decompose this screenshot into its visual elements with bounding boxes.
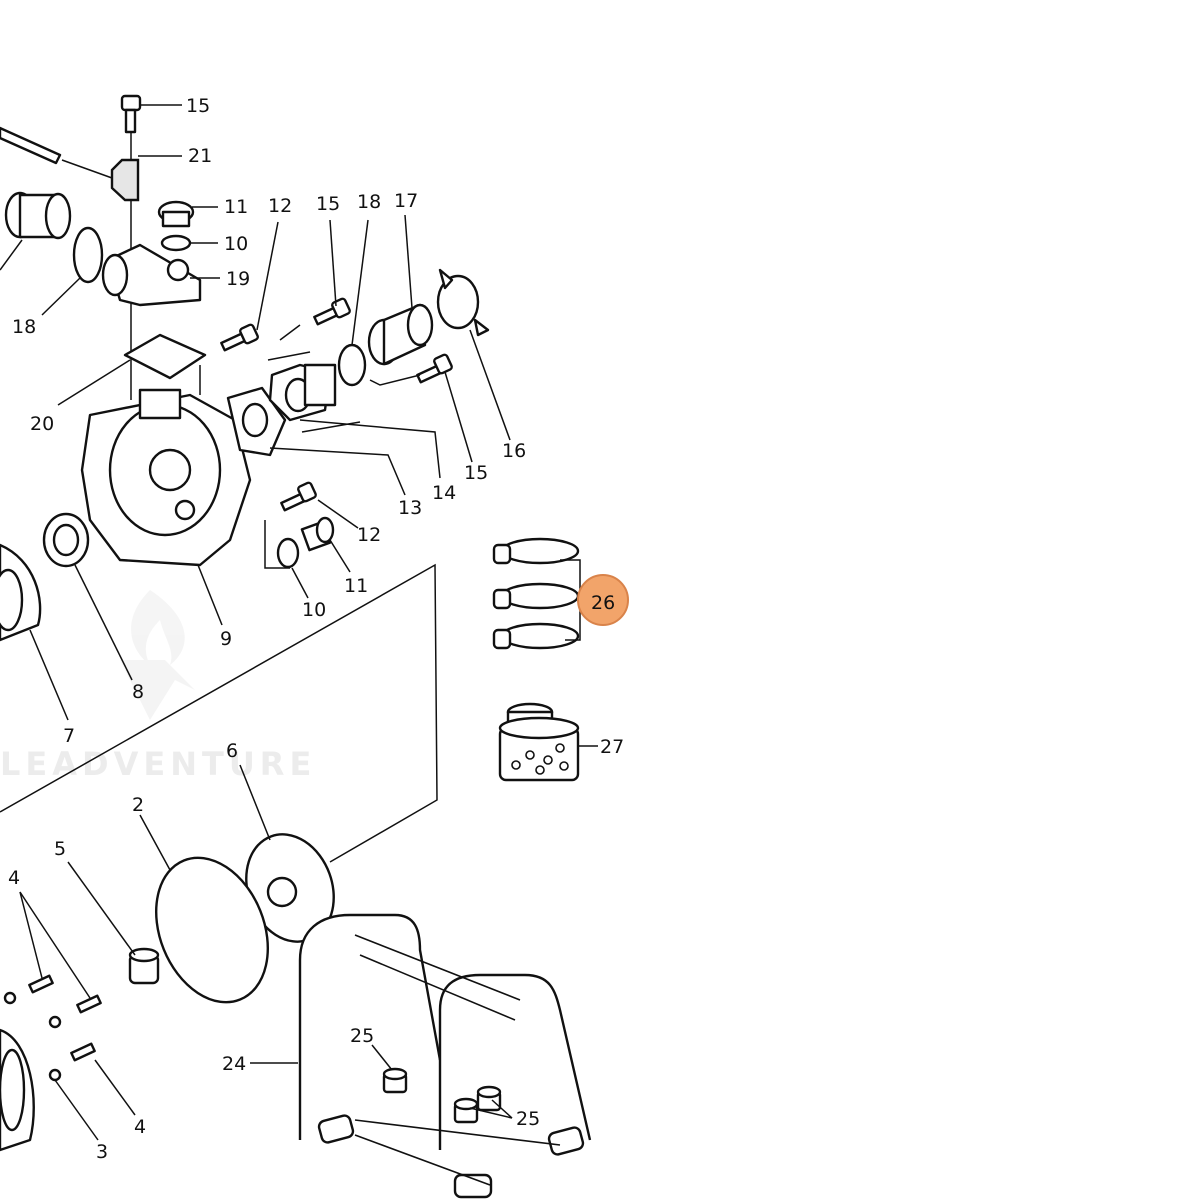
callout-8: 8 [132,681,144,703]
callout-15-mid: 15 [316,193,340,215]
callout-24: 24 [222,1053,246,1075]
part-27-strainer [498,702,580,782]
callout-10-lower: 10 [302,599,326,621]
part-16-wing-nut [436,268,490,337]
highlight-marker [577,574,629,626]
callout-25-right: 25 [516,1108,540,1130]
callout-17: 17 [394,190,418,212]
part-18-ring-left [72,226,104,284]
watermark: LEADVENTURE [0,590,316,783]
callout-25-left: 25 [350,1025,374,1047]
callout-10-top: 10 [224,233,248,255]
part-10-oring-top [160,234,192,252]
callout-3: 3 [96,1141,108,1163]
part-7-cover [0,543,42,642]
callout-27: 27 [600,736,624,758]
callout-20: 20 [30,413,54,435]
callout-15-top: 15 [186,95,210,117]
callout-9: 9 [220,628,232,650]
watermark-flame-icon [120,590,195,720]
shaft-rod [0,126,113,179]
part-hose-fitting-left [4,191,72,240]
callout-15-right: 15 [464,462,488,484]
part-14-outlet-flange [268,363,337,422]
callout-12-lower: 12 [357,524,381,546]
part-9-pump-casing [80,388,252,567]
callout-7: 7 [63,725,75,747]
callout-4-top: 4 [8,867,20,889]
part-13-flange-plate [226,386,287,457]
part-24-frame [298,913,592,1199]
part-12-bolt-lower [280,481,317,512]
part-20-gasket [123,333,207,380]
part-2-oring [154,856,270,1004]
part-15-bolt-mid [313,297,351,326]
engine-side-cover [0,1028,35,1152]
callout-4-bottom: 4 [134,1116,146,1138]
callout-2: 2 [132,794,144,816]
part-21-bracket [110,158,140,202]
part-25-nuts [382,1067,502,1124]
watermark-text: LEADVENTURE [0,745,316,783]
callout-13: 13 [398,497,422,519]
callout-14: 14 [432,482,456,504]
callout-11-lower: 11 [344,575,368,597]
part-18-ring-right [337,343,367,387]
leader-lines [0,104,598,1141]
part-17-hose-fitting [367,303,434,366]
callout-12-top: 12 [268,195,292,217]
callout-5: 5 [54,838,66,860]
part-11-drain-plug-top [157,200,195,228]
callout-21: 21 [188,145,212,167]
callout-16: 16 [502,440,526,462]
callout-18-right: 18 [357,191,381,213]
part-3-washers [3,991,62,1082]
callout-6: 6 [226,740,238,762]
part-12-bolt-upper [220,323,259,352]
callout-26: 26 [591,592,615,614]
callout-labels: 15 21 11 10 19 12 15 18 17 18 20 16 15 1… [8,95,624,1163]
part-11-drain-plug-lower [300,516,335,552]
callout-11-top: 11 [224,196,248,218]
part-5-nut [128,947,160,985]
part-19-elbow [101,243,202,307]
callout-18-left: 18 [12,316,36,338]
callout-19: 19 [226,268,250,290]
part-26-hose-clamps [492,537,581,650]
part-10-oring-lower [276,537,300,569]
part-4-bolts [28,974,102,1062]
part-15-bolt-right [416,353,453,384]
part-8-seal [42,512,90,568]
